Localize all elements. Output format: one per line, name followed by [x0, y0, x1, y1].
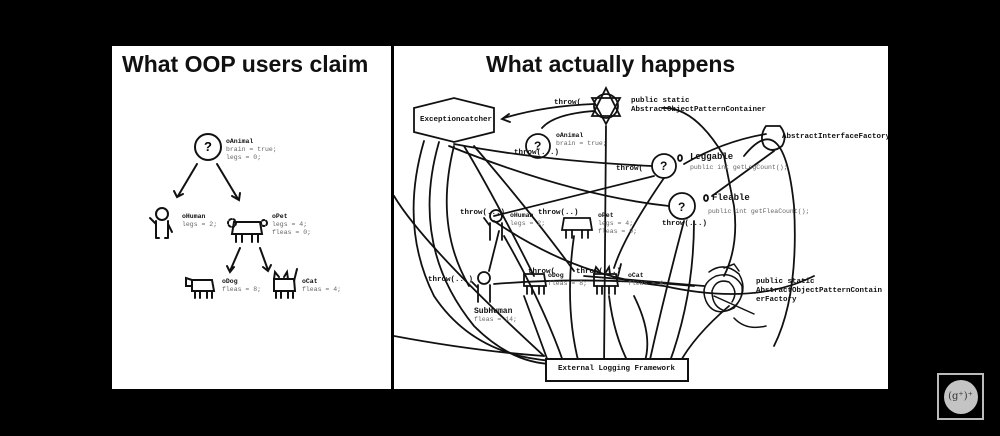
pet-figure-icon: [227, 218, 268, 243]
right-panel: What actually happens: [394, 46, 888, 389]
logo-circle: (g⁺)⁺: [943, 379, 978, 414]
left-panel-title: What OOP users claim: [122, 51, 369, 77]
factory-scribble: [703, 263, 767, 329]
exception-catcher-label: Exceptioncatcher: [420, 116, 493, 124]
dog-label: oDog fleas = 8;: [548, 272, 588, 287]
human-label: oHuman legs = 2;: [182, 213, 218, 228]
fleable-label: Fleable: [712, 193, 750, 203]
logging-box: [545, 358, 689, 382]
throw-label: throw(: [528, 268, 556, 276]
throw-label: throw(: [554, 99, 582, 107]
animal-question-icon: [194, 133, 222, 161]
svg-text:?: ?: [660, 159, 667, 173]
cat-label: oCat fleas = 4;: [628, 272, 668, 287]
leggable-label: Leggable: [690, 152, 734, 162]
right-panel-title: What actually happens: [486, 51, 736, 77]
throw-label: throw(...): [460, 209, 506, 217]
throw-label: throw(...): [662, 220, 708, 228]
fleable-method: public int getFleaCount();: [708, 208, 810, 215]
human-label: oHuman legs = 2;: [510, 212, 546, 227]
svg-text:?: ?: [678, 200, 685, 214]
left-panel: What OOP users claim: [112, 46, 391, 389]
throw-label: throw(...): [576, 268, 622, 276]
subhuman-label: SubHuman fleas = 14;: [474, 307, 517, 324]
svg-text:?: ?: [534, 139, 541, 153]
throw-label: throw(..): [538, 209, 579, 217]
right-diagram: ? ? ?: [394, 85, 815, 382]
animal-label: oAnimal brain = true; legs = 0;: [226, 138, 277, 161]
animal-question-icon: [525, 133, 551, 159]
throw-label: throw(: [616, 165, 644, 173]
hexagram-icon: [590, 85, 622, 126]
svg-text:?: ?: [204, 139, 212, 154]
pet-figure-icon: [560, 217, 594, 239]
pet-label: oPet legs = 4; fleas = 0;: [598, 212, 638, 235]
cat-figure-icon: [593, 263, 622, 295]
interface-factory-blob: [761, 125, 786, 151]
exception-catcher-hexagon: [413, 97, 495, 143]
cat-figure-icon: [273, 268, 298, 299]
interface-factory-label: AbstractInterfaceFactory: [782, 133, 888, 141]
pet-label: oPet legs = 4; fleas = 0;: [272, 213, 312, 236]
container-label: public static AbstractObjectPatternConta…: [631, 97, 767, 114]
dog-label: oDog fleas = 8;: [222, 278, 262, 293]
dog-figure-icon: [523, 273, 548, 295]
throw-label: throw(...): [428, 276, 474, 284]
human-figure-icon: [149, 207, 173, 239]
leggable-method: public int getLegCount();: [690, 164, 788, 171]
left-diagram: ?: [149, 133, 298, 299]
animal-label: oAnimal brain = true;: [556, 132, 607, 147]
dog-figure-icon: [185, 276, 216, 299]
logging-label: External Logging Framework: [558, 365, 676, 373]
cat-label: oCat fleas = 4;: [302, 278, 342, 293]
channel-logo: (g⁺)⁺: [937, 373, 984, 420]
factory-label: public static AbstractObjectPatternConta…: [756, 278, 883, 304]
throw-label: throw(...): [514, 149, 560, 157]
subhuman-figure-icon: [471, 271, 491, 303]
